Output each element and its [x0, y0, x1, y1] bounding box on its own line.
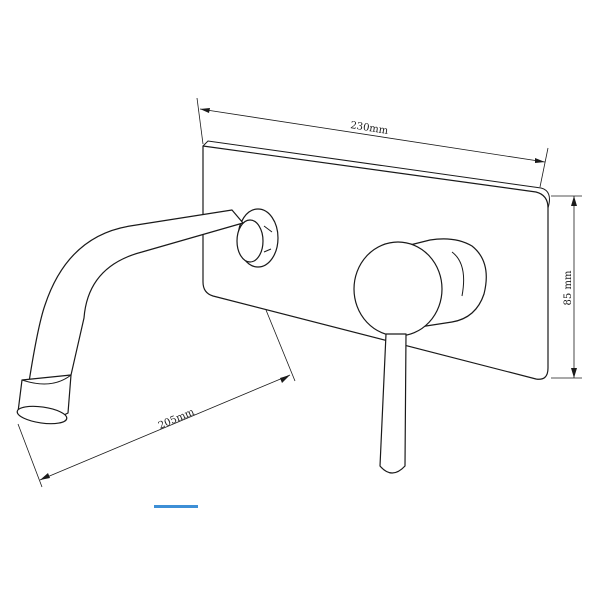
height-label: 85 mm	[563, 270, 574, 305]
dimension-height: 85 mm	[551, 195, 582, 379]
spout-length-label: 205mm	[157, 407, 197, 432]
wall-spout	[16, 209, 244, 425]
lever-handle	[353, 238, 487, 474]
width-label: 230mm	[350, 120, 390, 137]
spout-connector	[236, 208, 279, 268]
accent-bar	[154, 505, 198, 508]
